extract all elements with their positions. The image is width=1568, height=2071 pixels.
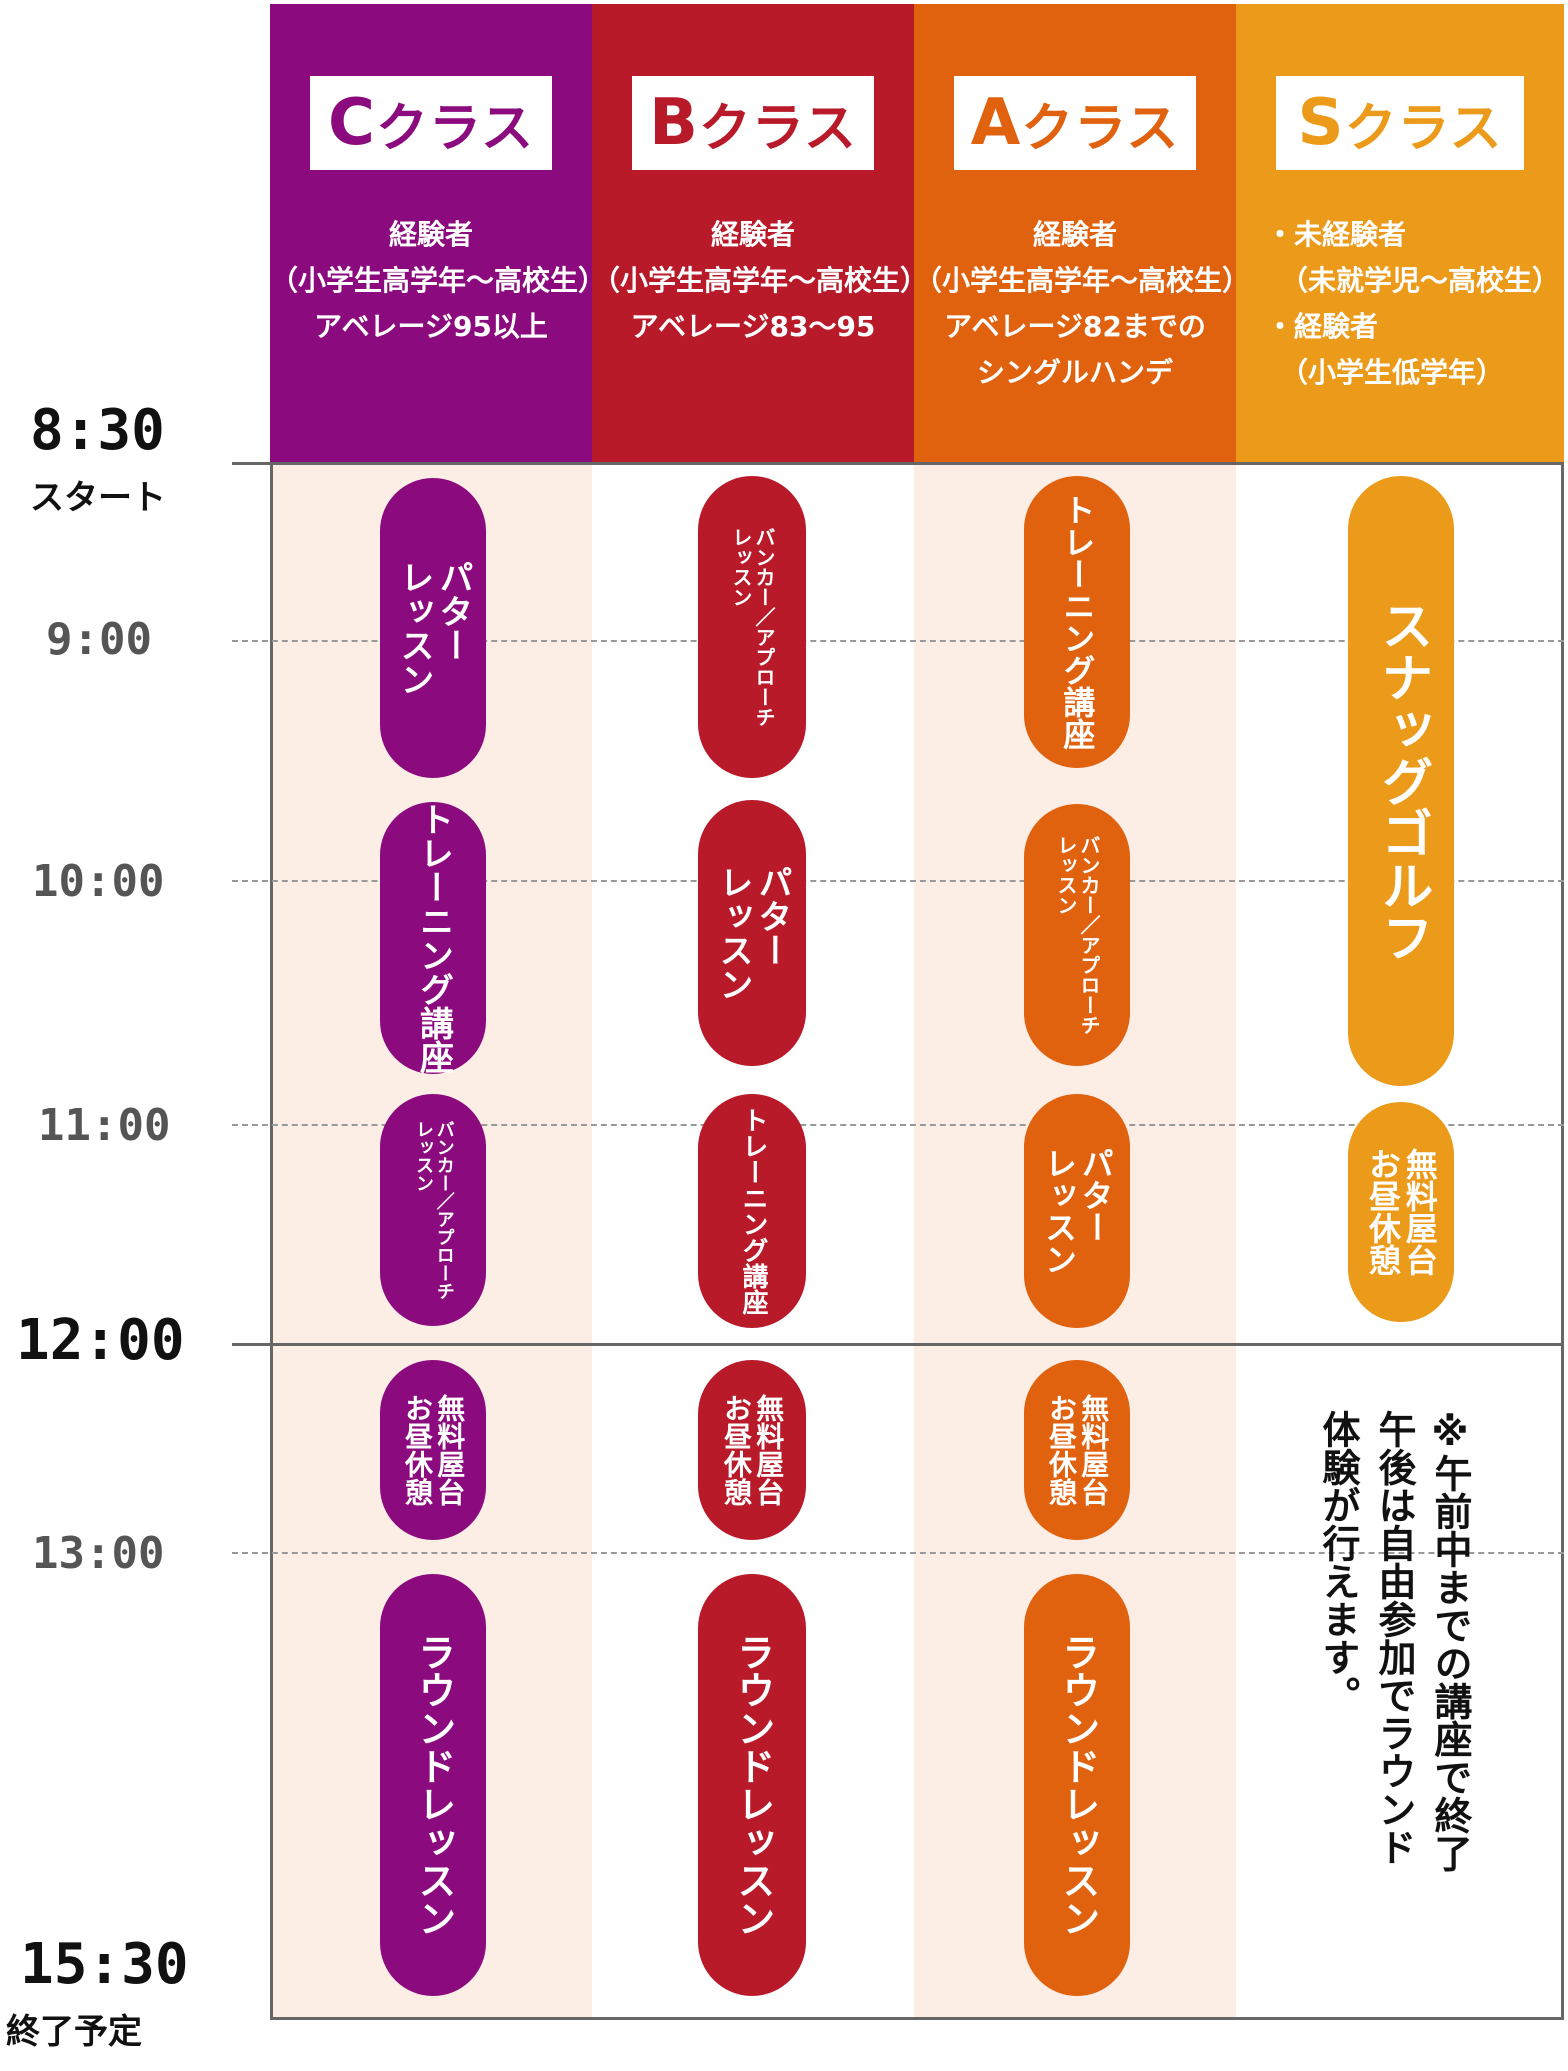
session-c-bunker: バンカー／アプローチレッスン (380, 1094, 486, 1326)
afternoon-note: ※午前中までの講座で終了 午後は自由参加でラウンド 体験が行えます。 (1316, 1410, 1472, 1872)
line-1300 (232, 1552, 1564, 1554)
session-c-round: ラウンドレッスン (380, 1574, 486, 1996)
class-desc-s: ・未経験者 （未就学児～高校生） ・経験者 （小学生低学年） (1266, 218, 1561, 389)
time-1530: 15:30 (20, 1932, 189, 1997)
class-desc-c: 経験者 （小学生高学年～高校生） アベレージ95以上 (270, 218, 607, 343)
session-b-bunker: バンカー／アプローチレッスン (698, 476, 806, 778)
schedule-frame (270, 462, 1564, 2020)
line-1100 (232, 1124, 1564, 1126)
session-a-round: ラウンドレッスン (1024, 1574, 1130, 1996)
time-start-label: スタート (30, 478, 166, 518)
session-a-bunker: バンカー／アプローチレッスン (1024, 804, 1130, 1066)
session-c-training: トレーニング講座 (380, 802, 486, 1074)
session-b-round: ラウンドレッスン (698, 1574, 806, 1996)
session-c-putter: パターレッスン (380, 478, 486, 778)
session-b-lunch: 無料屋台お昼休憩 (698, 1360, 806, 1540)
session-s-snag: スナッグゴルフ (1348, 476, 1454, 1086)
line-0900 (232, 640, 1564, 642)
time-end-label: 終了予定 (6, 2012, 142, 2052)
session-b-training: トレーニング講座 (698, 1094, 806, 1328)
session-b-putter: パターレッスン (698, 800, 806, 1066)
time-1200: 12:00 (16, 1308, 185, 1373)
class-desc-b: 経験者 （小学生高学年～高校生） アベレージ83～95 (592, 218, 929, 343)
time-1100: 11:00 (38, 1100, 171, 1151)
session-c-lunch: 無料屋台お昼休憩 (380, 1360, 486, 1540)
time-1300: 13:00 (32, 1528, 165, 1579)
time-0830: 8:30 (30, 398, 165, 463)
session-a-lunch: 無料屋台お昼休憩 (1024, 1360, 1130, 1540)
line-1000 (232, 880, 1564, 882)
session-s-lunch: 無料屋台お昼休憩 (1348, 1102, 1454, 1322)
line-0830 (232, 462, 1564, 465)
class-desc-a: 経験者 （小学生高学年～高校生） アベレージ82までの シングルハンデ (914, 218, 1251, 389)
time-1000: 10:00 (32, 856, 165, 907)
line-1200 (232, 1343, 1564, 1346)
session-a-training: トレーニング講座 (1024, 476, 1130, 768)
session-a-putter: パターレッスン (1024, 1094, 1130, 1328)
time-0900: 9:00 (46, 614, 152, 665)
